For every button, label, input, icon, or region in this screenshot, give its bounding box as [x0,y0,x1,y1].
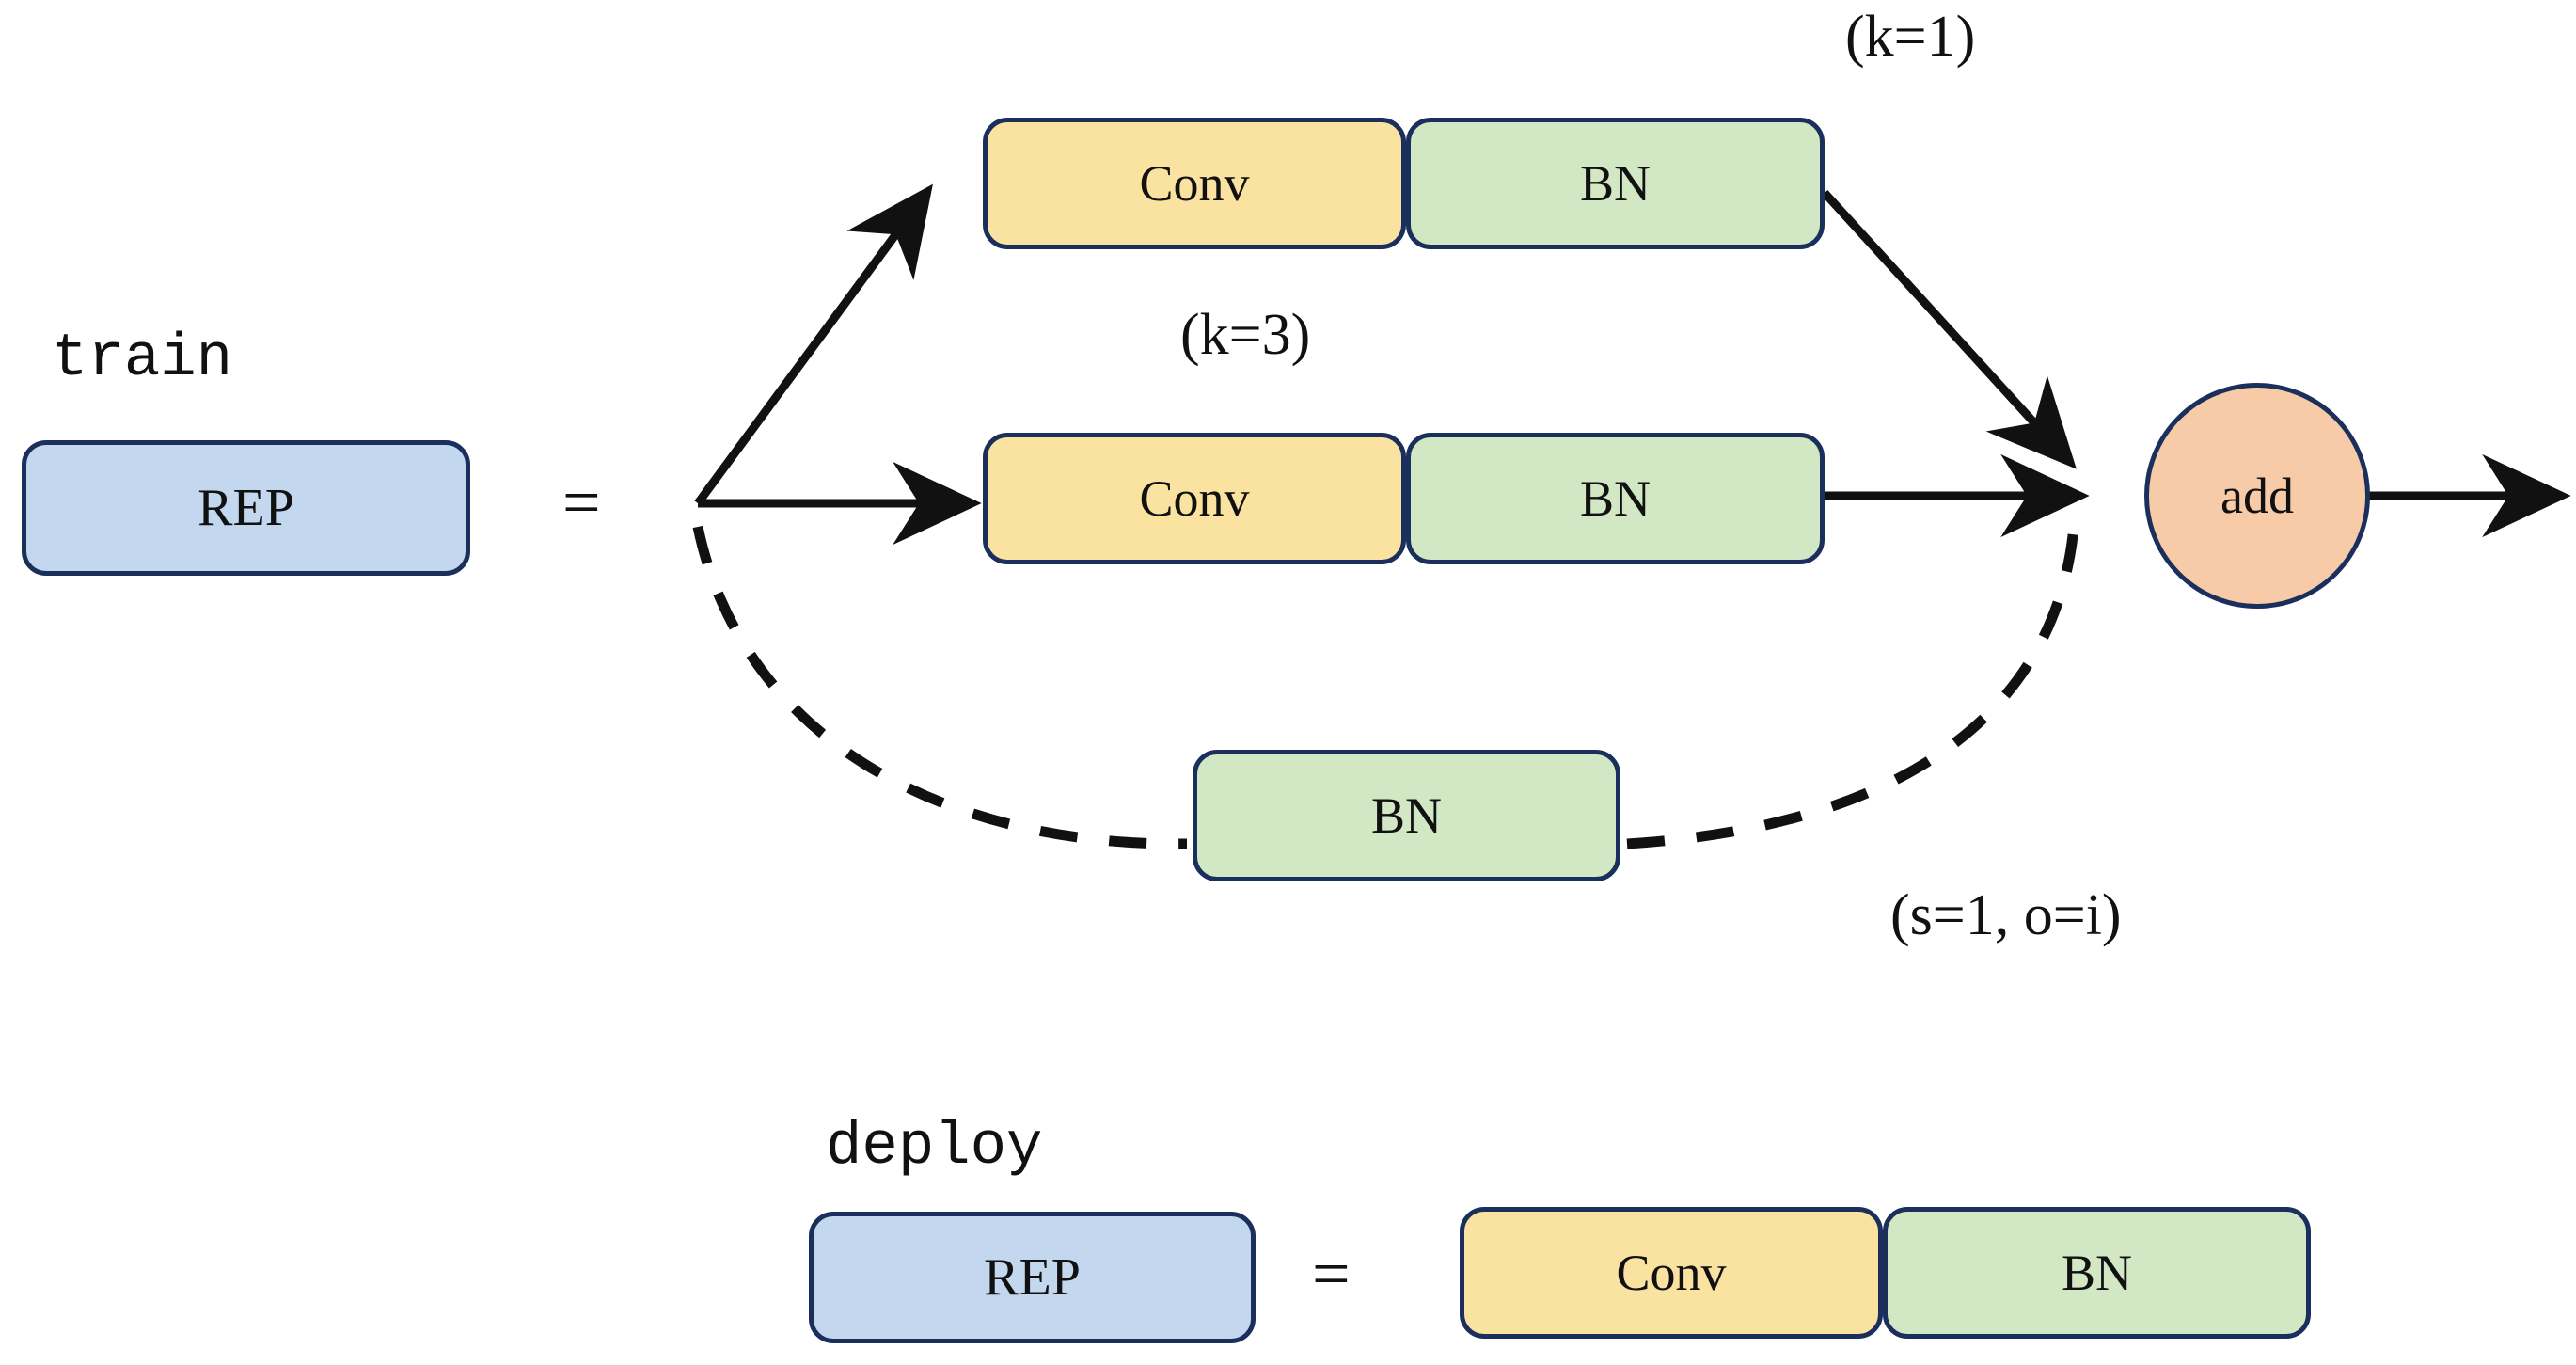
branch-k3-conv-block[interactable]: Conv [983,433,1406,564]
branch-identity-bn-label: BN [1370,787,1442,844]
branch-k1-bn-block[interactable]: BN [1406,118,1825,249]
branch-identity-bn-block[interactable]: BN [1193,750,1620,881]
deploy-equals-sign: = [1312,1236,1351,1311]
dashed-curve-bn-to-add [1626,526,2079,849]
branch-k1-conv-label: Conv [1139,155,1250,212]
branch-identity-edge-label: (s=1, o=i) [1890,883,2122,947]
branch-k3-edge-label: (k=3) [1180,303,1311,367]
deploy-bn-block[interactable]: BN [1883,1207,2311,1339]
train-caption: train [52,325,233,393]
arrow-k1-to-add [1821,189,2077,469]
branch-k3-conv-label: Conv [1139,470,1250,527]
add-node-label: add [2220,468,2294,524]
branch-k1-conv-block[interactable]: Conv [983,118,1406,249]
deploy-bn-label: BN [2061,1245,2132,1301]
arrow-to-branch-k1 [694,183,933,506]
add-node[interactable]: add [2144,383,2370,609]
branch-k3-bn-label: BN [1579,470,1651,527]
branch-k1-edge-label: (k=1) [1845,5,1976,69]
deploy-caption: deploy [826,1114,1043,1182]
train-rep-label: REP [198,479,294,537]
deploy-rep-label: REP [984,1248,1081,1307]
deploy-conv-label: Conv [1616,1245,1727,1301]
branch-k1-bn-label: BN [1579,155,1651,212]
train-rep-block[interactable]: REP [22,440,470,576]
deploy-conv-block[interactable]: Conv [1460,1207,1883,1339]
branch-k3-bn-block[interactable]: BN [1406,433,1825,564]
deploy-rep-block[interactable]: REP [809,1212,1256,1343]
train-equals-sign: = [562,465,601,540]
dashed-curve-to-identity-bn [692,525,1188,849]
